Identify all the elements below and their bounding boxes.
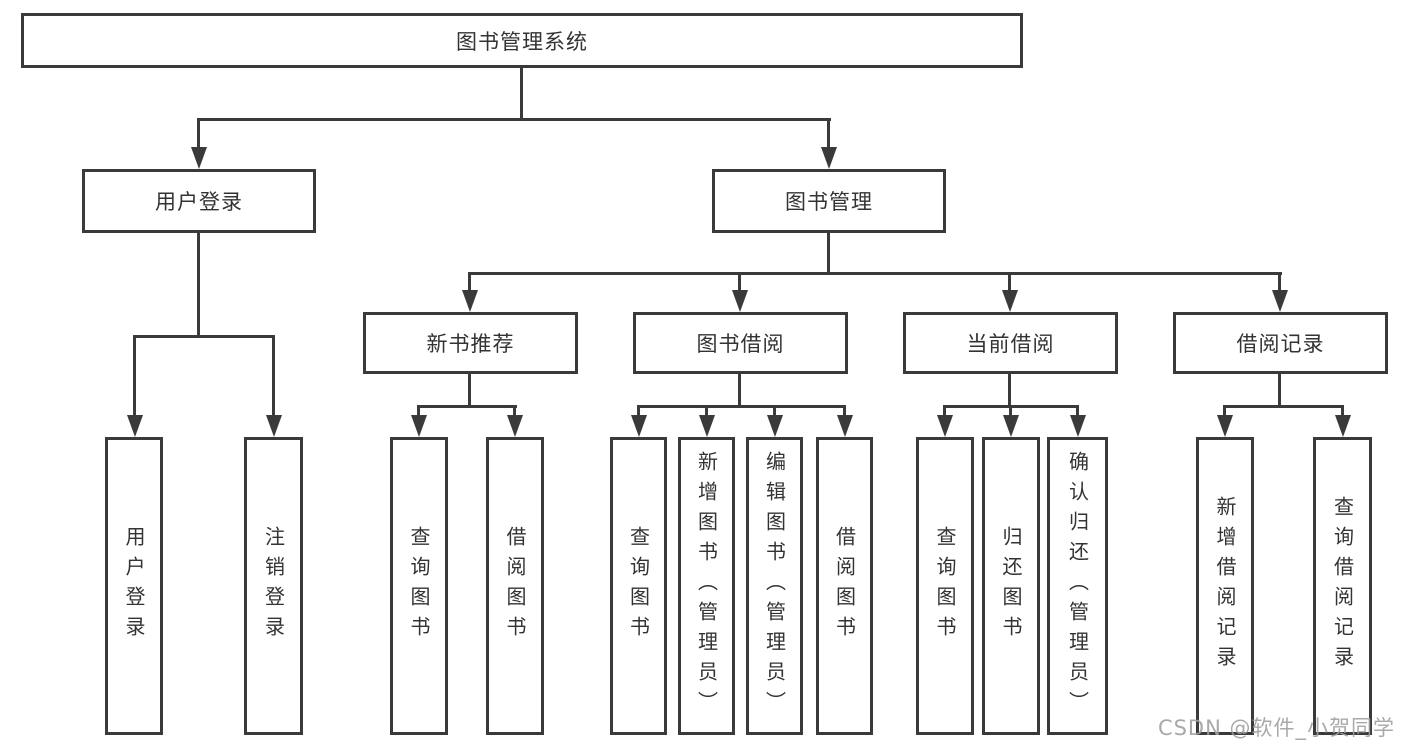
arrowhead-icon bbox=[699, 415, 715, 437]
connector-hline bbox=[637, 405, 846, 408]
node-new-book-recommendation: 新书推荐 bbox=[363, 312, 578, 374]
arrow-stem bbox=[1278, 275, 1281, 290]
connector-vline bbox=[1008, 374, 1011, 408]
arrow-stem bbox=[272, 338, 275, 415]
arrow-stem bbox=[513, 408, 516, 415]
arrowhead-icon bbox=[937, 415, 953, 437]
leaf-records-add-record: 新增借阅记录 bbox=[1196, 437, 1254, 735]
connector-hline bbox=[943, 405, 1079, 408]
arrowhead-icon bbox=[732, 290, 748, 312]
connector-hline bbox=[468, 272, 1282, 275]
node-library-management-system: 图书管理系统 bbox=[21, 13, 1023, 68]
connector-vline bbox=[738, 374, 741, 408]
arrow-stem bbox=[468, 275, 471, 290]
arrow-stem bbox=[197, 121, 200, 147]
arrowhead-icon bbox=[821, 147, 837, 169]
arrow-stem bbox=[943, 408, 946, 415]
arrow-stem bbox=[1223, 408, 1226, 415]
connector-hline bbox=[1223, 405, 1344, 408]
leaf-current-confirm-return-admin: 确认归还（管理员） bbox=[1047, 437, 1108, 735]
arrow-stem bbox=[843, 408, 846, 415]
arrowhead-icon bbox=[631, 415, 647, 437]
arrowhead-icon bbox=[1217, 415, 1233, 437]
arrowhead-icon bbox=[837, 415, 853, 437]
arrow-stem bbox=[773, 408, 776, 415]
leaf-borrowing-query-books: 查询图书 bbox=[610, 437, 667, 735]
leaf-current-query-books: 查询图书 bbox=[916, 437, 974, 735]
connector-vline bbox=[468, 374, 471, 408]
arrow-stem bbox=[827, 121, 830, 147]
arrow-stem bbox=[705, 408, 708, 415]
connector-hline bbox=[197, 118, 831, 121]
arrowhead-icon bbox=[1335, 415, 1351, 437]
arrowhead-icon bbox=[1002, 290, 1018, 312]
connector-vline bbox=[520, 68, 523, 121]
arrowhead-icon bbox=[411, 415, 427, 437]
arrow-stem bbox=[1008, 275, 1011, 290]
arrow-stem bbox=[1341, 408, 1344, 415]
node-book-management: 图书管理 bbox=[712, 169, 946, 233]
leaf-borrowing-edit-books-admin: 编辑图书（管理员） bbox=[746, 437, 803, 735]
arrowhead-icon bbox=[462, 290, 478, 312]
leaf-user-login: 用户登录 bbox=[105, 437, 163, 735]
connector-vline bbox=[827, 233, 830, 275]
connector-hline bbox=[417, 405, 517, 408]
arrowhead-icon bbox=[507, 415, 523, 437]
watermark: CSDN @软件_小贺同学 bbox=[1157, 716, 1395, 740]
arrow-stem bbox=[1009, 408, 1012, 415]
arrowhead-icon bbox=[1070, 415, 1086, 437]
leaf-borrowing-add-books-admin: 新增图书（管理员） bbox=[678, 437, 735, 735]
leaf-current-return-books: 归还图书 bbox=[982, 437, 1040, 735]
arrowhead-icon bbox=[266, 415, 282, 437]
arrowhead-icon bbox=[1003, 415, 1019, 437]
arrowhead-icon bbox=[191, 147, 207, 169]
arrow-stem bbox=[738, 275, 741, 290]
leaf-recommend-borrow-books: 借阅图书 bbox=[486, 437, 544, 735]
leaf-logout: 注销登录 bbox=[244, 437, 303, 735]
node-borrowing-records: 借阅记录 bbox=[1173, 312, 1388, 374]
node-current-borrowing: 当前借阅 bbox=[903, 312, 1118, 374]
arrowhead-icon bbox=[1272, 290, 1288, 312]
node-user-login: 用户登录 bbox=[82, 169, 316, 233]
arrowhead-icon bbox=[127, 415, 143, 437]
arrow-stem bbox=[417, 408, 420, 415]
leaf-recommend-query-books: 查询图书 bbox=[390, 437, 448, 735]
arrowhead-icon bbox=[767, 415, 783, 437]
arrow-stem bbox=[133, 338, 136, 415]
leaf-records-query-record: 查询借阅记录 bbox=[1313, 437, 1372, 735]
connector-vline bbox=[1278, 374, 1281, 408]
connector-vline bbox=[197, 233, 200, 338]
node-book-borrowing: 图书借阅 bbox=[633, 312, 848, 374]
leaf-borrowing-borrow-books: 借阅图书 bbox=[816, 437, 873, 735]
arrow-stem bbox=[1076, 408, 1079, 415]
connector-hline bbox=[133, 335, 275, 338]
arrow-stem bbox=[637, 408, 640, 415]
